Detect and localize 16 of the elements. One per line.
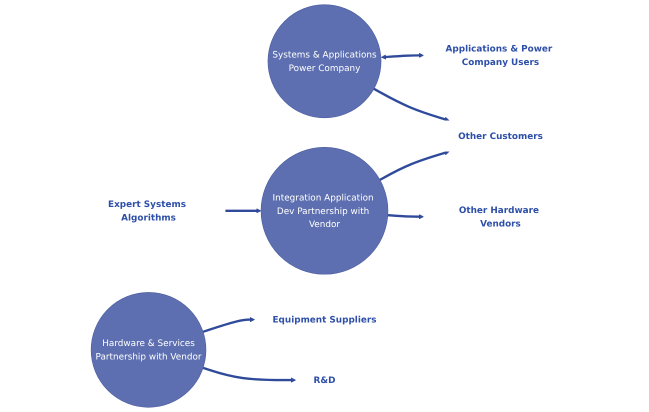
node-text: Applications & Power Company Users xyxy=(446,43,552,68)
arrow xyxy=(202,366,296,383)
node-text: Other Customers xyxy=(458,130,543,142)
arrow xyxy=(380,52,424,60)
node-circle: Systems & Applications Power Company xyxy=(268,4,382,118)
arrow xyxy=(379,150,450,181)
arrow xyxy=(225,208,262,214)
arrow xyxy=(202,317,256,333)
node-circle: Integration Application Dev Partnership with Vendor xyxy=(260,147,388,275)
node-circle: Hardware & Services Partnership with Vendor xyxy=(90,292,206,408)
node-text: Equipment Suppliers xyxy=(272,314,376,325)
arrow xyxy=(373,88,450,122)
node-text: R&D xyxy=(314,374,336,386)
arrow xyxy=(388,214,424,220)
node-text: Other Hardware Vendors xyxy=(458,204,539,229)
node-text: Expert Systems Algorithms xyxy=(108,198,186,223)
